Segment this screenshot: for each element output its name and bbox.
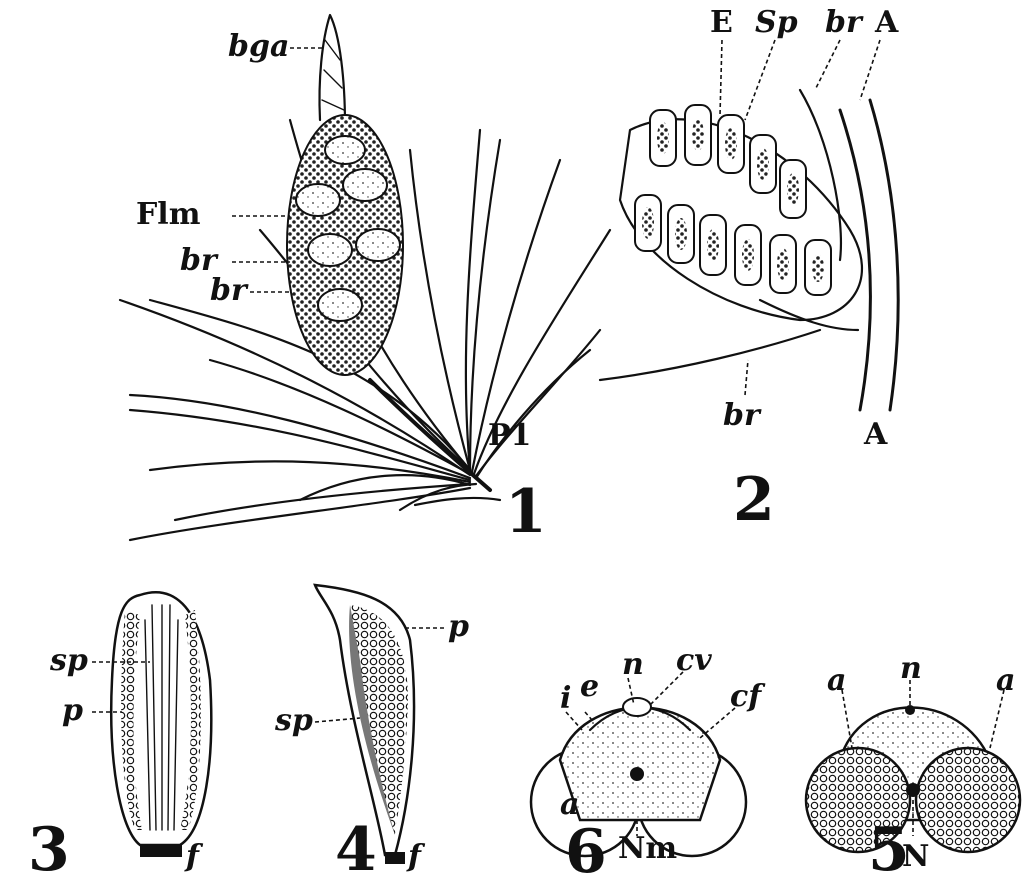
figure-number-1: 1	[505, 477, 547, 547]
label-f-fig3: f	[184, 839, 204, 874]
label-cf: cf	[730, 679, 766, 714]
label-flm: Flm	[136, 197, 201, 232]
label-nm: Nm	[618, 831, 677, 866]
label-p1: P1	[488, 418, 531, 453]
label-a-bottom: A	[863, 417, 888, 452]
figure-number-4: 4	[335, 815, 377, 875]
figure-2-cone-section	[600, 40, 898, 410]
label-sp-fig4: sp	[274, 703, 313, 738]
label-bga: bga	[228, 29, 289, 64]
label-e: E	[710, 5, 733, 40]
figure-number-5: 5	[868, 815, 910, 875]
label-sp-fig2: Sp	[755, 5, 798, 40]
label-a-fig5-right: a	[996, 663, 1015, 698]
figure-number-3: 3	[28, 815, 70, 875]
label-n-fig5: n	[900, 651, 922, 686]
label-p-fig4: p	[448, 609, 469, 644]
label-br-fig2-bottom: br	[723, 398, 762, 433]
figure-5-pollen-surface	[806, 680, 1020, 852]
label-i: i	[560, 681, 571, 716]
label-sp-fig3: sp	[49, 643, 88, 678]
label-p-fig3: p	[62, 693, 83, 728]
label-br-fig2-top: br	[825, 5, 864, 40]
figure-3-anther	[92, 592, 211, 857]
label-n-fig6: n	[622, 647, 644, 682]
label-cv: cv	[676, 643, 712, 678]
label-br-2: br	[210, 273, 249, 308]
label-f-fig4: f	[406, 839, 426, 874]
label-a-top: A	[874, 5, 899, 40]
figure-number-2: 2	[733, 465, 775, 535]
label-e-fig6: e	[580, 669, 599, 704]
figure-number-6: 6	[565, 817, 607, 875]
label-a-fig5-left: a	[827, 663, 846, 698]
